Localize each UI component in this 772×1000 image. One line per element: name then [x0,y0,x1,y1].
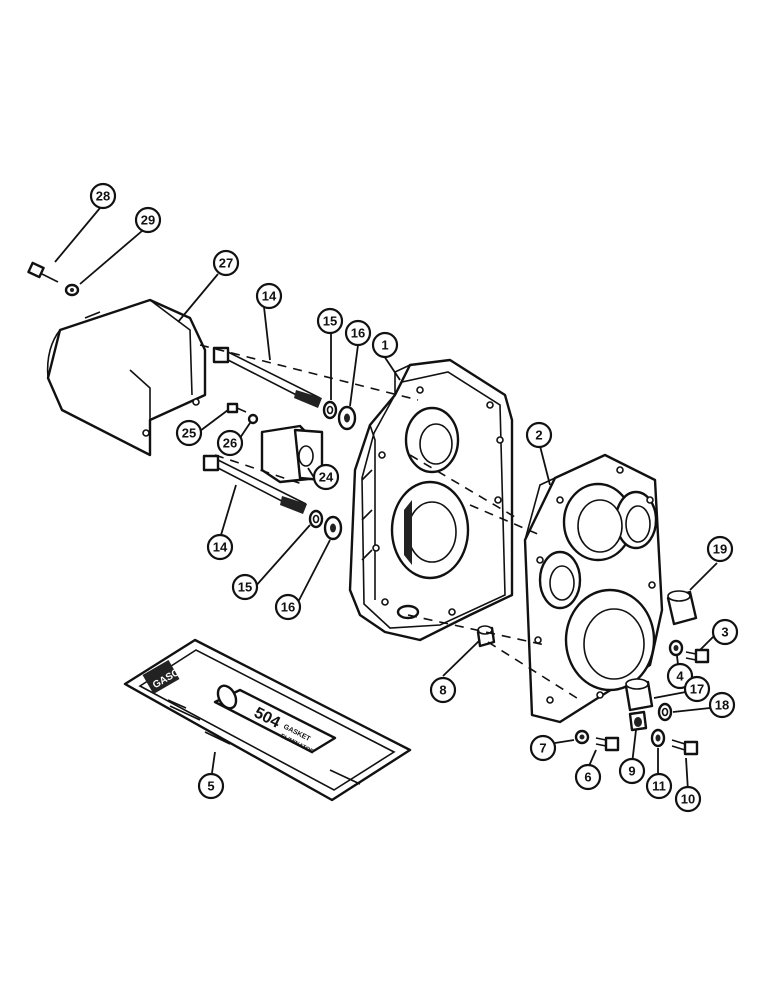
svg-text:15: 15 [323,314,337,329]
long-bolt-upper [212,346,322,408]
callout-26: 26 [216,429,244,457]
sealant-package: GASC 504 GASKET ELIMINATOR [123,638,412,802]
svg-text:29: 29 [141,213,155,228]
callout-9: 9 [618,757,646,785]
bushing-9 [628,710,648,732]
callout-29: 29 [134,206,162,234]
washer-15-lower [308,509,324,529]
svg-text:25: 25 [182,426,196,441]
svg-text:18: 18 [715,698,729,713]
long-bolt-lower [202,454,307,514]
svg-text:1: 1 [381,338,388,353]
gear-housing [348,358,514,642]
svg-text:28: 28 [96,189,110,204]
nut-4 [668,639,684,657]
callout-7: 7 [529,734,557,762]
svg-text:3: 3 [721,625,728,640]
svg-text:10: 10 [681,792,695,807]
callout-11: 11 [645,772,673,800]
bolt-10 [671,739,699,756]
callout-14-upper: 14 [255,282,283,310]
svg-text:16: 16 [351,326,365,341]
washer-16-lower [323,515,343,541]
svg-text:24: 24 [319,470,334,485]
bolt-3 [685,648,710,664]
svg-text:2: 2 [535,428,542,443]
callout-16-lower: 16 [274,593,302,621]
callout-5: 5 [197,772,225,800]
washer-15-upper [322,400,338,420]
svg-text:8: 8 [439,683,446,698]
svg-text:26: 26 [223,436,237,451]
callout-3: 3 [711,618,739,646]
washer-11 [650,728,666,748]
svg-text:5: 5 [207,779,214,794]
bolt-6 [595,736,620,752]
callout-19: 19 [706,535,734,563]
svg-text:27: 27 [219,256,233,271]
svg-text:9: 9 [628,764,635,779]
bushing-17 [624,678,654,712]
svg-text:6: 6 [584,770,591,785]
callout-15-lower: 15 [231,573,259,601]
callout-6: 6 [574,763,602,791]
bushing-19 [666,590,698,626]
cover-shield [46,298,207,457]
callout-10: 10 [674,785,702,813]
small-screw [226,402,247,414]
cover-bolt [27,261,59,283]
callout-14-lower: 14 [206,533,234,561]
callout-8: 8 [429,676,457,704]
assembly-lines [199,344,581,701]
spacer-tube [260,424,324,484]
svg-text:15: 15 [238,580,252,595]
svg-text:17: 17 [690,682,704,697]
svg-text:19: 19 [713,542,727,557]
cover-plate [523,453,664,724]
svg-text:16: 16 [281,600,295,615]
cover-washer [64,283,80,297]
nut-7 [574,729,590,745]
svg-text:14: 14 [213,540,228,555]
callout-27: 27 [212,249,240,277]
callout-18: 18 [708,691,736,719]
svg-text:7: 7 [539,741,546,756]
callout-17: 17 [683,675,711,703]
small-washer [247,413,259,425]
callout-28: 28 [89,182,117,210]
washer-16-upper [337,405,357,431]
leader-lines [54,207,721,792]
svg-text:14: 14 [262,289,277,304]
callout-25: 25 [175,419,203,447]
washer-18 [657,702,673,722]
dowel-pin [476,625,496,648]
callout-2: 2 [525,421,553,449]
callout-1: 1 [371,331,399,359]
callout-24: 24 [312,463,340,491]
callout-16-upper: 16 [344,319,372,347]
svg-text:11: 11 [652,779,666,794]
callout-15-upper: 15 [316,307,344,335]
svg-text:4: 4 [676,669,684,684]
